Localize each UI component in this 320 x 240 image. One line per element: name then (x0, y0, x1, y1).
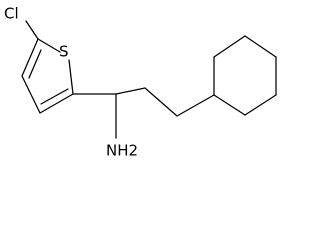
amine-label: NH2 (106, 142, 138, 160)
chlorine-label: Cl (4, 5, 19, 23)
molecule-diagram: Cl S NH2 (4, 4, 277, 160)
bond-c5-cl (25, 20, 39, 40)
bond-c4-c5-inner (28, 49, 42, 79)
bond-c2-c3-inner (40, 88, 69, 105)
side-chain (72, 87, 215, 139)
bond-s1-c2 (68, 59, 74, 95)
bond-c3-c4 (21, 75, 41, 114)
sulfur-label: S (59, 43, 69, 61)
bond-cy2-cy3 (213, 35, 246, 58)
bond-c2-c3 (39, 93, 74, 114)
thiophene-ring (21, 38, 74, 114)
structure-svg: Cl S NH2 (4, 5, 277, 160)
bond-cy5-cy6 (244, 94, 277, 116)
bond-cy6-cy1 (213, 94, 246, 116)
bond-c5-s1 (37, 38, 61, 53)
bond-c4-c5 (21, 38, 39, 77)
cyclohexane-ring (213, 35, 277, 116)
bond-cy3-cy4 (244, 35, 277, 58)
bond-ch2b-cy (176, 94, 215, 117)
bond-ch2a-ch2b (144, 87, 178, 117)
bond-ch-ch2a (115, 87, 146, 95)
